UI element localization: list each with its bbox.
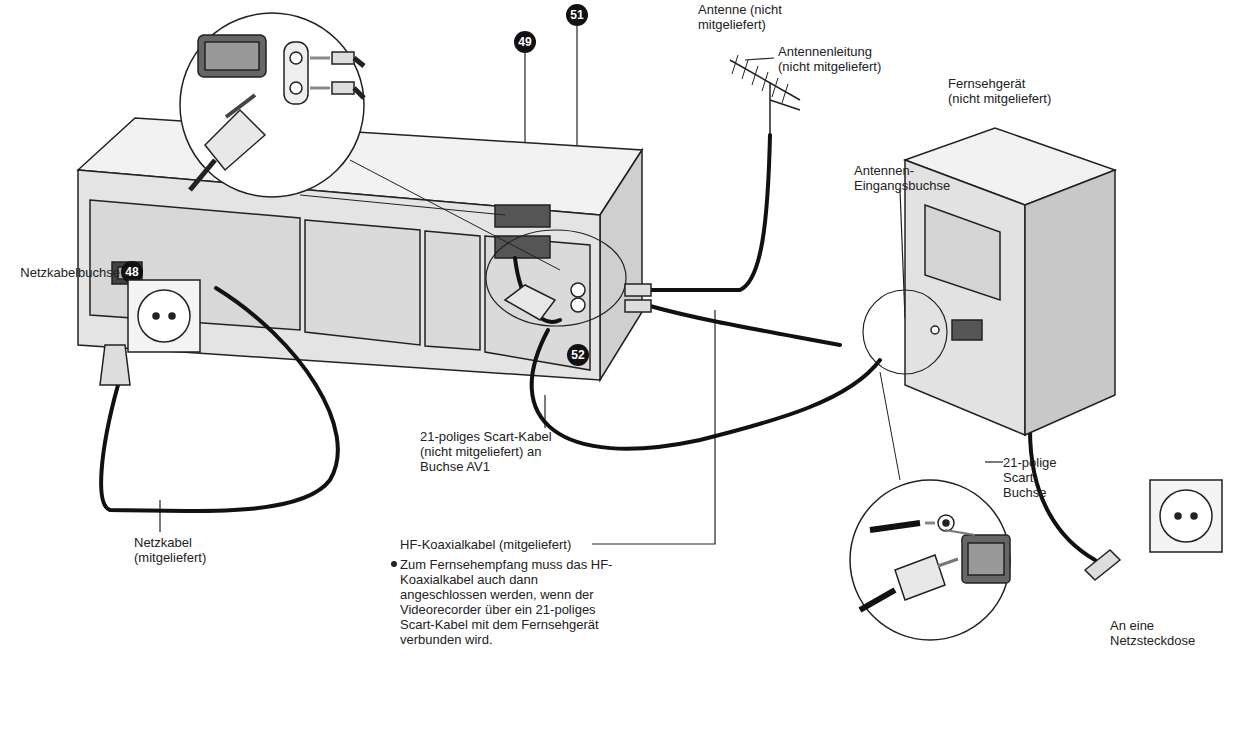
zoom-inset-vcr: [180, 13, 560, 270]
video-recorder: [78, 118, 642, 380]
part-label: Antenne (nicht mitgeliefert): [698, 2, 818, 32]
callout-number: 49: [514, 31, 536, 53]
callout-circles: [121, 4, 589, 366]
part-label: 21-poliges Scart-Kabel (nicht mitgeliefe…: [420, 429, 580, 474]
part-label: Antennenleitung (nicht mitgeliefert): [778, 44, 903, 74]
part-label: HF-Koaxialkabel (mitgeliefert): [400, 537, 600, 552]
note-text: Zum Fernsehempfang muss das HF-Koaxialka…: [400, 557, 615, 647]
bullet-point: [391, 561, 397, 567]
part-label: An eine Netzsteckdose: [1110, 618, 1210, 648]
callout-number: 52: [567, 344, 589, 366]
zoom-inset-tv: [850, 372, 1010, 640]
part-label: Fernsehgerät (nicht mitgeliefert): [948, 76, 1058, 106]
part-label: Netzkabel (mitgeliefert): [134, 535, 234, 565]
part-label: Antennen- Eingangsbuchse: [854, 163, 959, 193]
callout-number: 51: [566, 4, 588, 26]
part-label: 21-polige Scart- Buchse: [1003, 455, 1073, 500]
callout-number: 48: [121, 261, 143, 283]
part-label: Netzkabelbuchse: [8, 265, 120, 280]
